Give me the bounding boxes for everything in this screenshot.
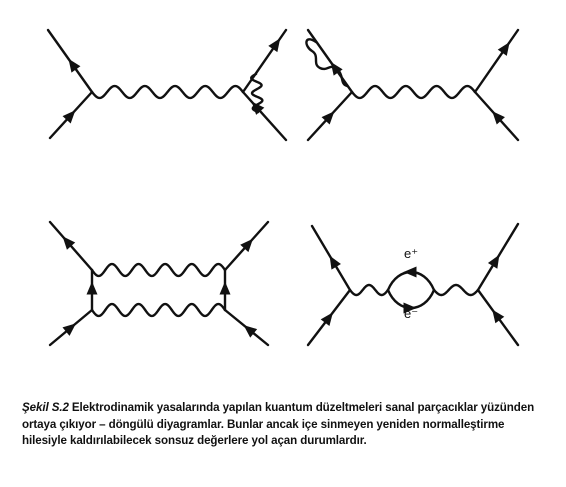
virtual-photon-loop	[305, 38, 349, 88]
outgoing-fermion-line-arrow	[62, 236, 76, 250]
photon-propagator	[350, 84, 477, 100]
outgoing-fermion-line	[306, 28, 354, 94]
positron-loop-arrow	[403, 266, 417, 278]
photon-propagator-left	[348, 283, 390, 297]
photon-propagator-right	[432, 283, 480, 297]
caption-text: Elektrodinamik yasalarında yapılan kuant…	[22, 401, 535, 447]
incoming-fermion-line-right	[241, 90, 288, 142]
diagram-self-energy-correction	[305, 28, 520, 142]
photon-propagator-upper	[90, 262, 227, 278]
diagram-vertex-correction	[46, 28, 288, 142]
outgoing-fermion-line-right-arrow	[497, 42, 510, 56]
diagram-vacuum-polarization: e⁺ e⁻	[306, 222, 520, 347]
incoming-fermion-line-arrow	[321, 111, 335, 125]
incoming-fermion-line-arrow	[62, 323, 76, 336]
positron-label: e⁺	[404, 246, 418, 261]
outgoing-fermion-line-right-arrow	[240, 238, 253, 253]
incoming-fermion-line-right-arrow	[492, 309, 505, 324]
caption-label: Şekil S.2	[22, 401, 69, 414]
diagram-ladder-double-photon	[48, 220, 270, 347]
virtual-photon-loop	[250, 72, 264, 114]
outgoing-fermion-line-right-arrow	[487, 254, 500, 269]
electron-loop-arrow	[403, 302, 417, 314]
outgoing-fermion-line-right-arrow	[268, 38, 281, 53]
photon-propagator	[90, 84, 245, 100]
incoming-fermion-line-right-arrow	[492, 111, 505, 125]
outgoing-fermion-line-arrow	[329, 255, 341, 270]
feynman-diagrams-figure: e⁺ e⁻	[46, 28, 520, 347]
photon-propagator-lower	[90, 302, 227, 318]
internal-fermion-line-left-arrow	[86, 281, 98, 295]
outgoing-fermion-line-right	[473, 28, 520, 94]
incoming-fermion-line-arrow	[320, 312, 333, 327]
outgoing-fermion-line-arrow	[68, 58, 81, 73]
internal-fermion-line-right-arrow	[219, 281, 231, 295]
incoming-fermion-line-arrow	[62, 110, 76, 124]
figure-caption: Şekil S.2 Elektrodinamik yasalarında yap…	[22, 400, 548, 450]
incoming-fermion-line-right-arrow	[243, 325, 258, 338]
